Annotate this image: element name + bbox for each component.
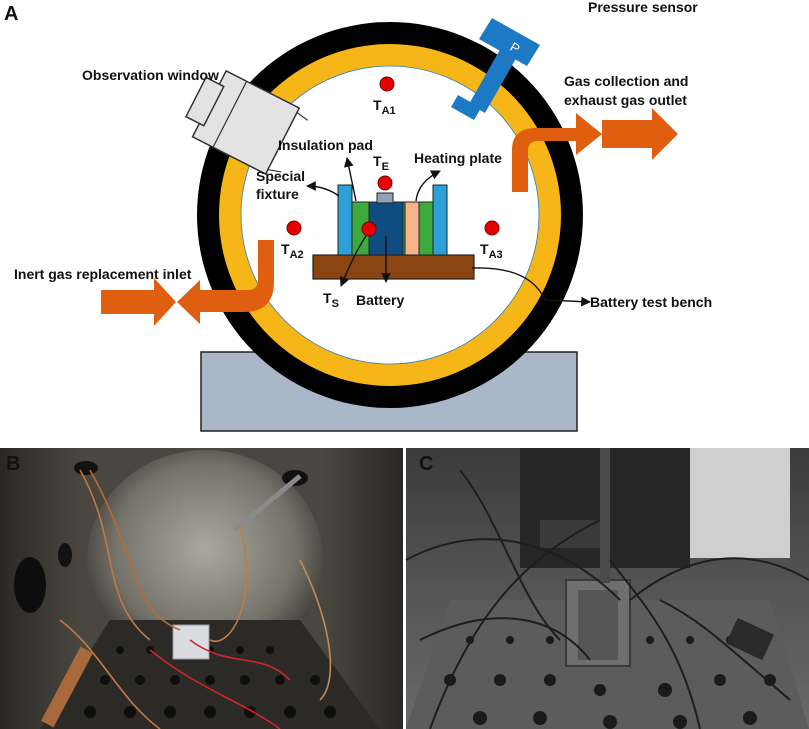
label-ts: TS (323, 290, 339, 310)
label-gas-outlet-line1: Gas collection and (564, 73, 688, 89)
panel-a-letter: A (4, 3, 18, 25)
label-special-fixture-line2: fixture (256, 186, 299, 202)
label-ta2: TA2 (281, 241, 304, 261)
label-pressure-sensor: Pressure sensor (588, 0, 698, 15)
observation-window-icon (184, 69, 308, 176)
label-insulation-pad: Insulation pad (278, 137, 373, 153)
thermocouple-ta1 (379, 76, 395, 92)
insulation-pad-right-outer (418, 201, 434, 256)
thermocouple-ta3 (484, 220, 500, 236)
label-te: TE (373, 153, 389, 173)
battery-tab (376, 192, 394, 204)
label-battery-test-bench: Battery test bench (590, 294, 712, 310)
pressure-sensor-icon: P (451, 18, 540, 120)
label-battery: Battery (356, 292, 404, 308)
gas-outlet-arrow (512, 108, 678, 192)
panel-c-photo: C (405, 448, 809, 729)
panel-b-letter: B (6, 453, 20, 475)
panel-b-photo: B (0, 448, 403, 729)
special-fixture-right (432, 184, 448, 256)
heating-plate (404, 201, 420, 256)
label-inert-gas-inlet: Inert gas replacement inlet (14, 266, 192, 282)
inert-gas-inlet-arrow (101, 240, 274, 326)
thermocouple-te (377, 175, 393, 191)
special-fixture-left (337, 184, 353, 256)
label-observation-window: Observation window (82, 67, 219, 83)
label-special-fixture-line1: Special (256, 168, 305, 184)
thermocouple-ta2 (286, 220, 302, 236)
thermocouple-ts (361, 221, 377, 237)
battery-test-bench (312, 254, 475, 280)
panel-a: A P (4, 0, 712, 432)
panel-c-letter: C (419, 453, 433, 475)
label-gas-outlet-line2: exhaust gas outlet (564, 92, 687, 108)
label-ta3: TA3 (480, 241, 503, 261)
leader-lines (306, 157, 591, 307)
label-heating-plate: Heating plate (414, 150, 502, 166)
label-ta1: TA1 (373, 97, 396, 117)
